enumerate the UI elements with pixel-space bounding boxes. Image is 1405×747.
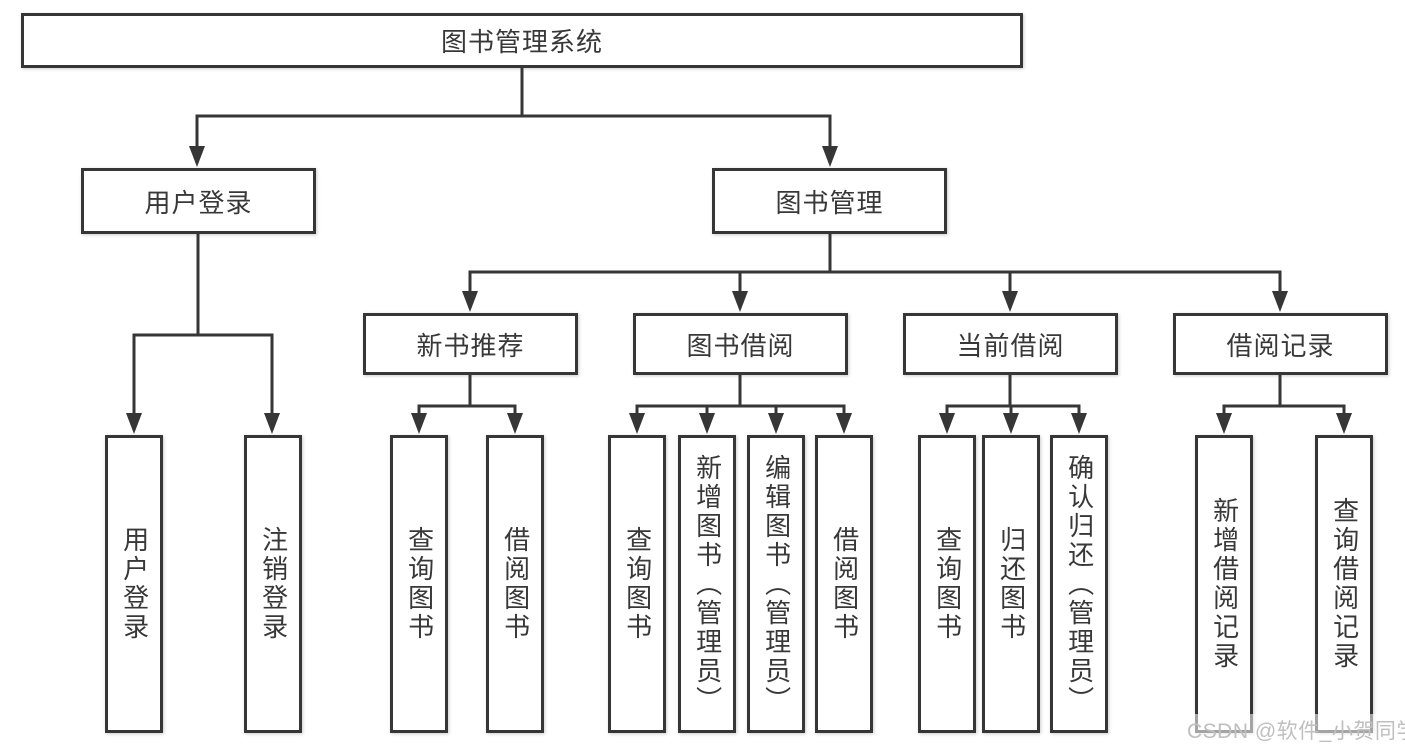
leaf-confirm-return-admin: 确认归还（管理员） xyxy=(1050,435,1108,733)
leaf-logout: 注销登录 xyxy=(244,435,302,733)
leaf-add-book-admin-label: 新增图书（管理员） xyxy=(692,453,723,715)
leaf-recommend-borrow-books: 借阅图书 xyxy=(486,435,544,733)
leaf-logout-label: 注销登录 xyxy=(258,526,289,642)
leaf-borrow-query-books: 查询图书 xyxy=(608,435,666,733)
leaf-add-borrow-record-label: 新增借阅记录 xyxy=(1209,497,1240,671)
leaf-user-login: 用户登录 xyxy=(105,435,163,733)
node-book-management-label: 图书管理 xyxy=(775,187,884,218)
node-current-borrow-label: 当前借阅 xyxy=(956,330,1065,361)
leaf-add-book-admin: 新增图书（管理员） xyxy=(678,435,736,733)
leaf-add-borrow-record: 新增借阅记录 xyxy=(1195,435,1253,733)
node-library-system: 图书管理系统 xyxy=(21,13,1023,68)
leaf-recommend-query-books-label: 查询图书 xyxy=(404,526,435,642)
node-borrow-records: 借阅记录 xyxy=(1173,313,1388,375)
node-library-system-label: 图书管理系统 xyxy=(440,27,603,57)
leaf-confirm-return-admin-label: 确认归还（管理员） xyxy=(1064,453,1095,715)
leaf-recommend-query-books: 查询图书 xyxy=(390,435,448,733)
leaf-user-login-label: 用户登录 xyxy=(119,526,150,642)
leaf-borrow-query-books-label: 查询图书 xyxy=(622,526,653,642)
node-new-book-recommend: 新书推荐 xyxy=(363,313,578,375)
node-book-borrow-label: 图书借阅 xyxy=(686,330,795,361)
leaf-current-query-books: 查询图书 xyxy=(918,435,976,733)
leaf-query-borrow-record: 查询借阅记录 xyxy=(1315,435,1373,733)
node-current-borrow: 当前借阅 xyxy=(903,313,1118,375)
node-new-book-recommend-label: 新书推荐 xyxy=(416,330,525,361)
leaf-recommend-borrow-books-label: 借阅图书 xyxy=(500,526,531,642)
node-borrow-records-label: 借阅记录 xyxy=(1226,330,1335,361)
node-user-login-label: 用户登录 xyxy=(144,187,253,218)
leaf-borrow-borrow-books: 借阅图书 xyxy=(815,435,873,733)
node-book-management: 图书管理 xyxy=(712,168,947,234)
leaf-edit-book-admin: 编辑图书（管理员） xyxy=(747,435,805,733)
leaf-current-query-books-label: 查询图书 xyxy=(932,526,963,642)
leaf-return-book: 归还图书 xyxy=(982,435,1040,733)
leaf-query-borrow-record-label: 查询借阅记录 xyxy=(1329,497,1360,671)
node-book-borrow: 图书借阅 xyxy=(633,313,848,375)
leaf-edit-book-admin-label: 编辑图书（管理员） xyxy=(761,453,792,715)
csdn-watermark: CSDN @软件_小贺同学 xyxy=(1183,714,1405,746)
leaf-return-book-label: 归还图书 xyxy=(996,526,1027,642)
arrowheads xyxy=(126,146,1352,434)
leaf-borrow-borrow-books-label: 借阅图书 xyxy=(829,526,860,642)
node-user-login: 用户登录 xyxy=(81,168,316,234)
